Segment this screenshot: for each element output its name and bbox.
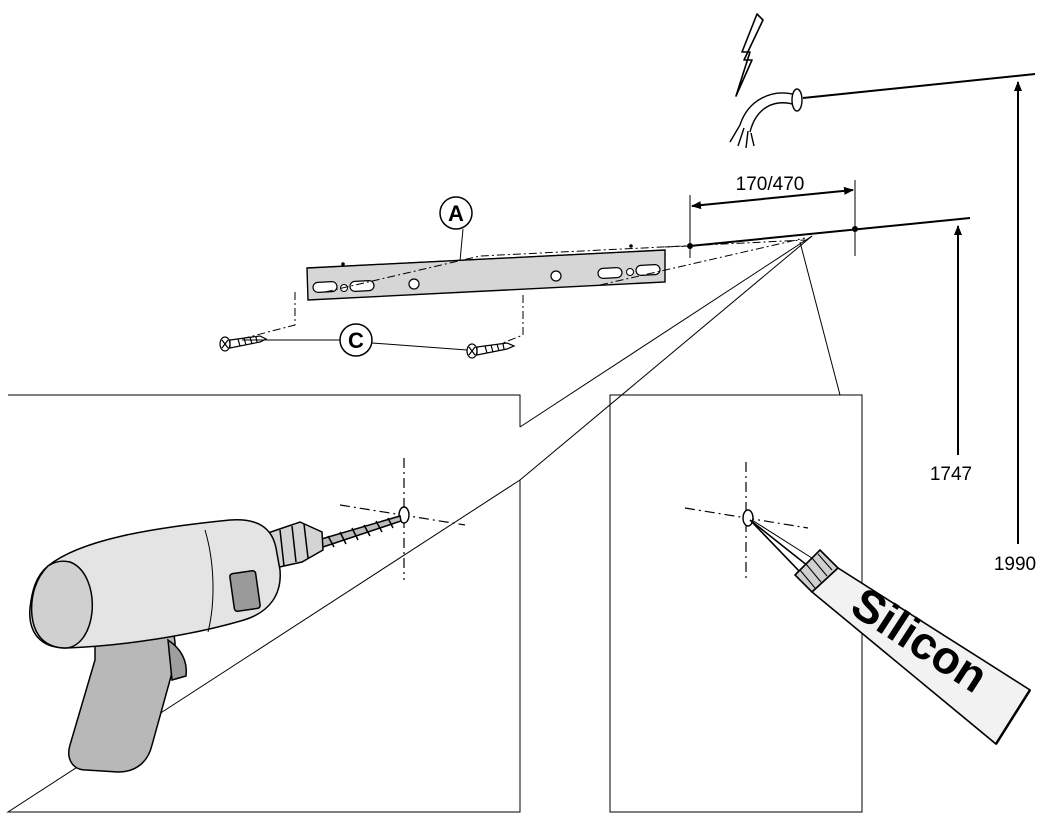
dimension-height-cable-label: 1990 [994, 554, 1036, 575]
drill-icon [29, 515, 402, 773]
dimension-height-bracket-label: 1747 [930, 464, 972, 485]
callout-a: A [439, 196, 473, 262]
cable-icon [729, 88, 803, 149]
callout-c-label: C [348, 328, 364, 353]
wall-bracket [306, 244, 666, 301]
drill-detail-panel [6, 394, 521, 813]
dimension-height-cable: 1990 [994, 81, 1036, 575]
screw-icon [466, 342, 516, 359]
dimension-spacing-label: 170/470 [736, 174, 805, 195]
silicone-tube-label: Silicon [843, 577, 998, 703]
dimension-spacing: 170/470 [689, 174, 856, 258]
silicone-detail-panel [609, 394, 863, 813]
screw-icon [219, 335, 268, 352]
callout-c: C [242, 323, 468, 357]
cable-height-line [802, 73, 1036, 99]
dimension-height-bracket: 1747 [930, 225, 972, 485]
lightning-icon [735, 13, 764, 97]
bracket-height-line [689, 217, 971, 247]
silicone-tube-icon [749, 519, 1032, 746]
callout-a-label: A [448, 201, 464, 226]
